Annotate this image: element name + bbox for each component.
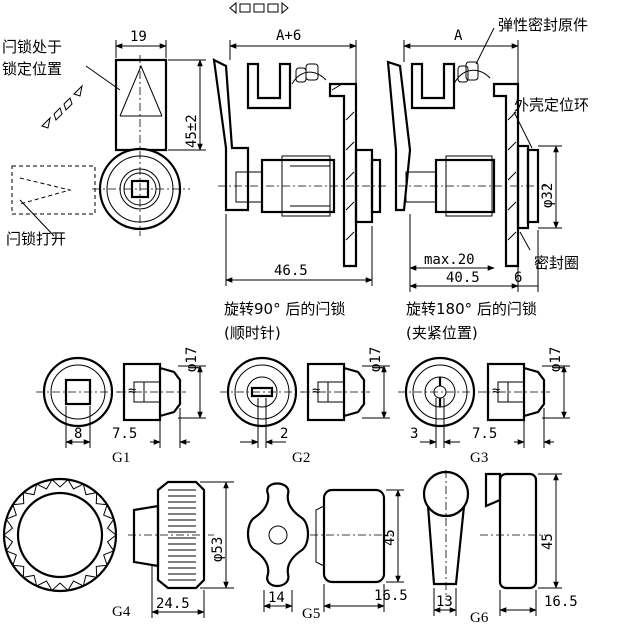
direction-arrow-icon (229, 1, 289, 15)
label-seal-element: 弹性密封原件 (498, 16, 588, 34)
g3-dim-7-5: 7.5 (472, 426, 497, 442)
g1-label: G1 (112, 450, 130, 466)
g6-dim-16-5: 16.5 (544, 594, 578, 610)
knurl-tooth (36, 580, 53, 591)
knurl-tooth (67, 580, 84, 591)
g4-side-ribs (168, 489, 196, 581)
label-latch-open: 闩锁打开 (6, 230, 66, 248)
dim-19: 19 (130, 29, 147, 45)
g1-spring-mark: ≈ (128, 383, 136, 399)
g5-dim-14: 14 (268, 590, 285, 606)
dim-6: 6 (514, 270, 522, 286)
knurl-tooth (36, 479, 53, 490)
knurl-tooth (23, 574, 38, 587)
g6-dim-13: 13 (436, 594, 453, 610)
g2-dim-phi17: φ17 (368, 347, 384, 372)
g1-dim-8: 8 (74, 426, 82, 442)
dim-a-plus-6: A+6 (276, 28, 301, 44)
g5-dim-45: 45 (382, 529, 398, 546)
knurl-tooth (95, 492, 108, 506)
knurl-tooth (95, 564, 108, 578)
variant-g2: ≈ φ17 2 G2 (220, 347, 390, 466)
g2-dim-2: 2 (280, 426, 288, 442)
label-housing-ring: 外壳定位环 (514, 96, 589, 114)
knurl-tooth (23, 483, 38, 496)
rotation-arrow-icon (41, 84, 83, 129)
g4-dim-24-5: 24.5 (156, 596, 190, 612)
dim-45-2: 45±2 (184, 114, 200, 148)
variant-g1: ≈ φ17 8 7.5 G1 (36, 347, 206, 466)
g2-spring-mark: ≈ (312, 383, 320, 399)
dim-46-5: 46.5 (274, 263, 308, 279)
label-rot90-1: 旋转90° 后的闩锁 (224, 300, 345, 318)
dim-a: A (454, 28, 463, 44)
g4-dim-phi53: φ53 (210, 537, 226, 562)
g1-dim-phi17: φ17 (184, 347, 200, 372)
front-view: 19 45±2 闩锁处于 锁定位置 闩锁打开 (2, 29, 206, 248)
g4-knurl-teeth (3, 479, 117, 591)
g6-label: G6 (470, 610, 489, 626)
label-rot180-2: (夹紧位置) (406, 324, 478, 342)
knurl-tooth (6, 550, 17, 566)
dim-max20: max.20 (424, 252, 475, 268)
variant-g6: 45 13 16.5 G6 (422, 470, 578, 626)
g2-label: G2 (292, 450, 310, 466)
label-latch-locked-1: 闩锁处于 (2, 38, 62, 56)
knurl-tooth (12, 492, 25, 506)
knurl-tooth (3, 534, 14, 552)
g1-dim-7-5: 7.5 (112, 426, 137, 442)
knurl-tooth (106, 518, 117, 536)
variant-g4: φ53 24.5 G4 (2, 477, 234, 620)
knurl-tooth (82, 483, 97, 496)
label-latch-locked-2: 锁定位置 (2, 60, 62, 78)
dim-phi32: φ32 (540, 183, 556, 208)
label-seal-ring: 密封圈 (534, 254, 579, 272)
knurl-tooth (106, 534, 117, 552)
knurl-tooth (103, 504, 114, 520)
g3-dim-3: 3 (410, 426, 418, 442)
knurl-tooth (51, 479, 69, 488)
g6-dim-45: 45 (540, 533, 556, 550)
knurl-tooth (67, 479, 84, 490)
g3-dim-phi17: φ17 (548, 347, 564, 372)
g4-label: G4 (112, 604, 131, 620)
g5-label: G5 (302, 606, 320, 622)
side-view-90: A+6 46.5 旋转90° 后的闩锁 (顺时针) (212, 28, 386, 342)
knurl-tooth (51, 582, 69, 591)
knurl-tooth (82, 574, 97, 587)
g3-spring-mark: ≈ (492, 383, 500, 399)
knurl-tooth (6, 504, 17, 520)
label-rot90-2: (顺时针) (224, 324, 281, 342)
label-rot180-1: 旋转180° 后的闩锁 (406, 300, 537, 318)
variant-g5: 45 14 16.5 G5 (246, 482, 408, 622)
knurl-tooth (103, 550, 114, 566)
g3-label: G3 (470, 450, 488, 466)
variant-g3: ≈ φ17 3 7.5 G3 (398, 347, 570, 466)
dim-40-5: 40.5 (446, 270, 480, 286)
side-view-180: A φ32 max.20 40.5 6 弹性密封原件 外壳定位环 密封圈 旋转1… (386, 16, 589, 342)
g5-dim-16-5: 16.5 (374, 588, 408, 604)
knurl-tooth (3, 518, 14, 536)
knurl-tooth (12, 564, 25, 578)
